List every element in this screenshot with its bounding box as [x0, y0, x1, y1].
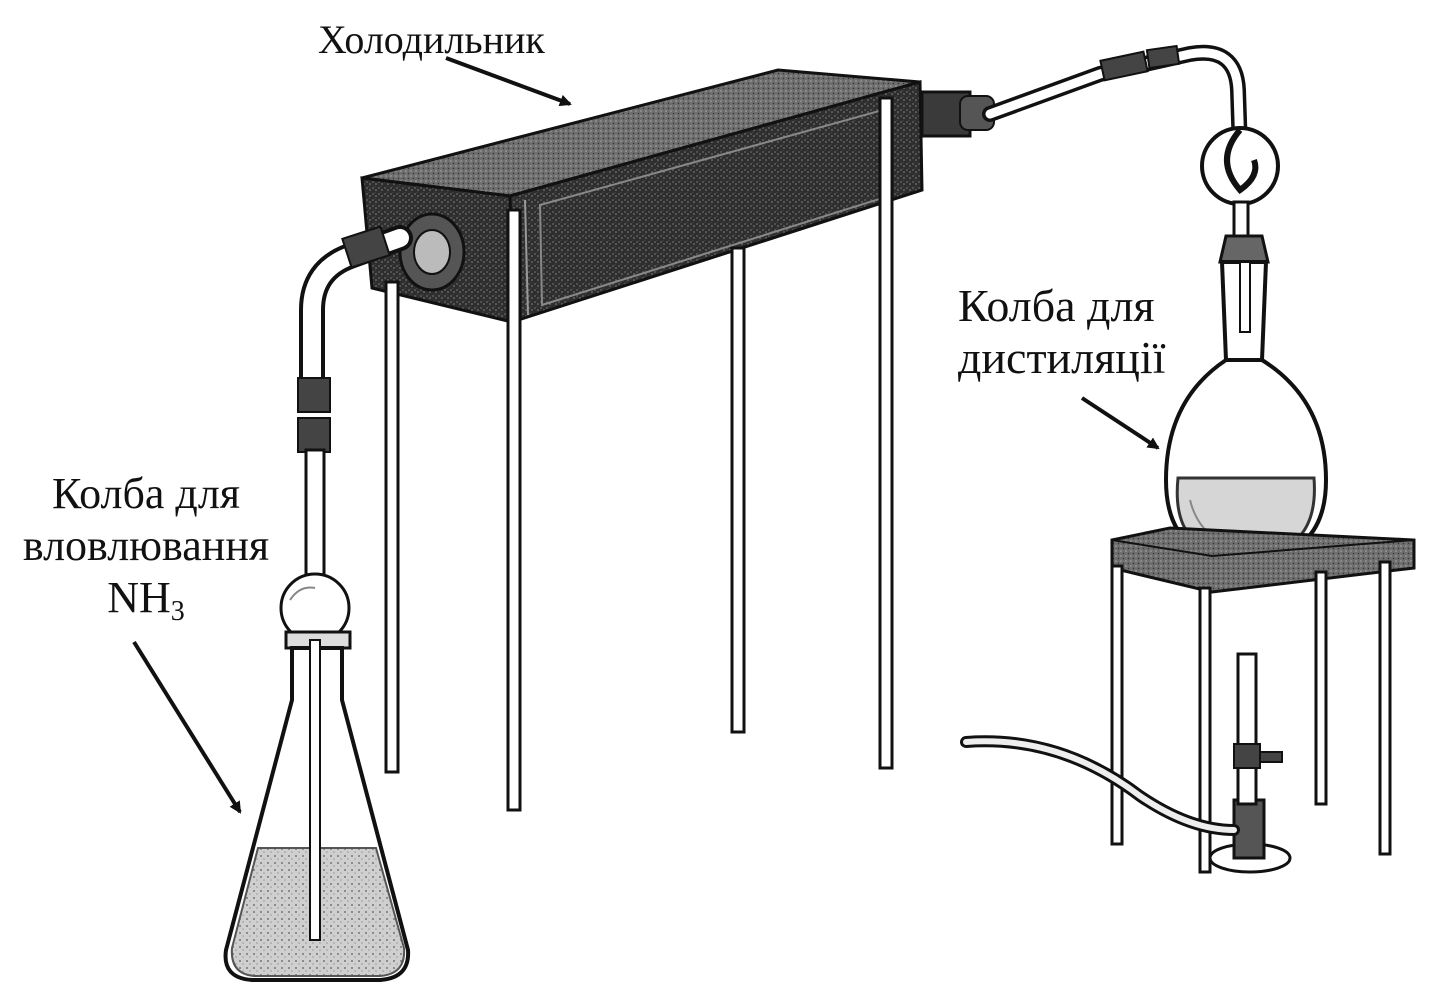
formula-subscript: 3 [170, 596, 185, 627]
condenser-label: Холодильник [318, 14, 545, 66]
condenser-stand-legs [384, 96, 894, 812]
distillation-flask-label-line2: дистиляції [958, 332, 1166, 383]
receiver-flask-label-formula: NH3 [0, 572, 292, 638]
inlet-tube [982, 44, 1280, 240]
distillation-flask [1163, 234, 1329, 563]
formula-main: NH [107, 573, 171, 622]
distillation-flask-label-line1: Колба для [958, 280, 1155, 331]
label-arrows [132, 56, 1160, 814]
condenser-label-text: Холодильник [318, 17, 545, 62]
gas-hose [960, 735, 1240, 836]
distillation-flask-label: Колба для дистиляції [958, 280, 1165, 384]
receiver-flask-label: Колба для вловлювання NH3 [0, 468, 292, 638]
receiver-flask-label-line1: Колба для [51, 469, 241, 518]
condenser [360, 68, 995, 325]
arrow-distillation-flask [1080, 396, 1160, 450]
receiver-flask [223, 630, 411, 982]
receiver-flask-label-line2: вловлювання [22, 521, 270, 570]
bunsen-burner [1208, 652, 1292, 874]
arrow-receiver-flask [132, 640, 242, 814]
outlet-tube [279, 225, 413, 644]
heating-stand [1110, 526, 1416, 874]
arrow-condenser [445, 56, 572, 107]
